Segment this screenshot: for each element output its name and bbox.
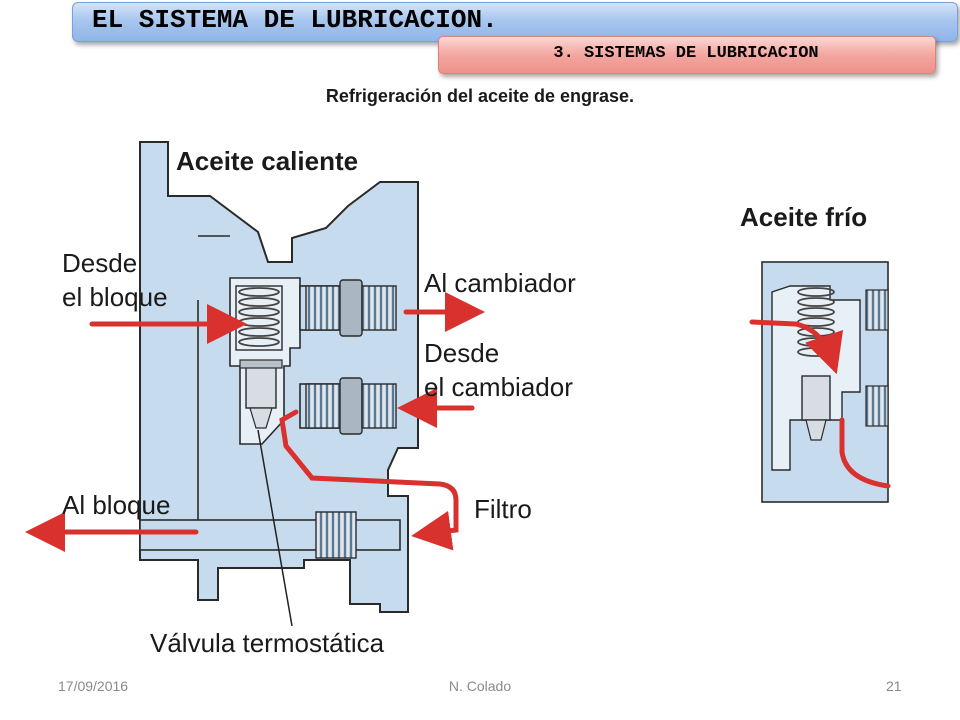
cold-title: Aceite frío <box>740 202 867 232</box>
label-desde-bloque-2: el bloque <box>62 282 168 312</box>
label-desde-cambiador-1: Desde <box>424 338 499 368</box>
subtitle-banner <box>438 36 936 74</box>
slide-title: EL SISTEMA DE LUBRICACION. <box>92 5 498 35</box>
title-banner <box>72 2 958 42</box>
slide-subtitle: 3. SISTEMAS DE LUBRICACION <box>553 44 819 63</box>
label-desde-bloque-1: Desde <box>62 248 137 278</box>
label-al-bloque: Al bloque <box>62 490 170 520</box>
arrow-cold-in <box>749 319 844 375</box>
valve-leader-line <box>257 429 293 627</box>
slide-caption: Refrigeración del aceite de engrase. <box>325 86 635 106</box>
threaded-fittings <box>305 279 397 559</box>
cold-valve-inset <box>749 261 891 503</box>
flow-arrows-hot <box>25 292 485 552</box>
footer-author: N. Colado <box>448 678 512 694</box>
arrow-filtro-loop <box>279 409 459 551</box>
footer-page-number: 21 <box>886 678 902 694</box>
label-al-cambiador: Al cambiador <box>424 268 576 298</box>
hot-valve-body <box>139 141 419 613</box>
footer-date: 17/09/2016 <box>58 678 129 694</box>
arrow-cold-loop <box>839 417 891 489</box>
label-valvula: Válvula termostática <box>150 628 385 658</box>
label-desde-cambiador-2: el cambiador <box>424 372 573 402</box>
label-filtro: Filtro <box>474 494 532 524</box>
hot-title: Aceite caliente <box>176 146 358 176</box>
